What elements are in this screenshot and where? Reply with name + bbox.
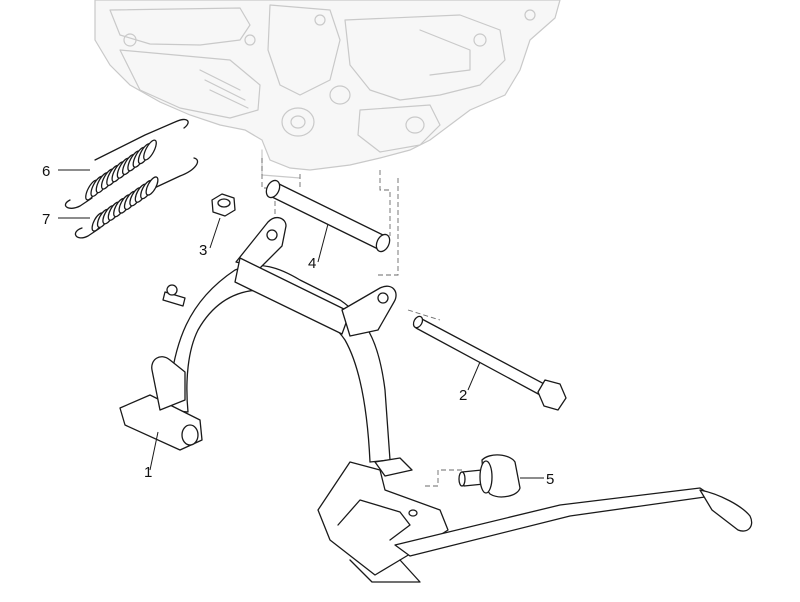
leader-2 [467,361,481,391]
leader-3 [209,217,221,249]
return-spring-lower [74,157,199,239]
spring-coil [145,176,159,196]
spacer-tube [265,179,391,253]
callout-7: 7 [42,211,50,228]
leader-4 [317,223,329,263]
nut [211,193,236,217]
rubber-buffer [458,454,521,498]
leader-lines [58,169,544,479]
spring-coil [143,139,157,161]
callout-2: 2 [459,387,467,404]
callout-3: 3 [199,242,207,259]
callout-6: 6 [42,163,50,180]
return-spring-upper [64,118,189,209]
center-stand [119,216,753,583]
callout-1: 1 [144,464,152,481]
callout-5: 5 [546,471,554,488]
pivot-bolt [412,315,567,411]
callout-labels: 1 2 3 4 5 6 7 [42,163,554,488]
callout-4: 4 [308,255,316,272]
engine-crankcase [94,0,561,179]
leader-1 [149,431,159,471]
